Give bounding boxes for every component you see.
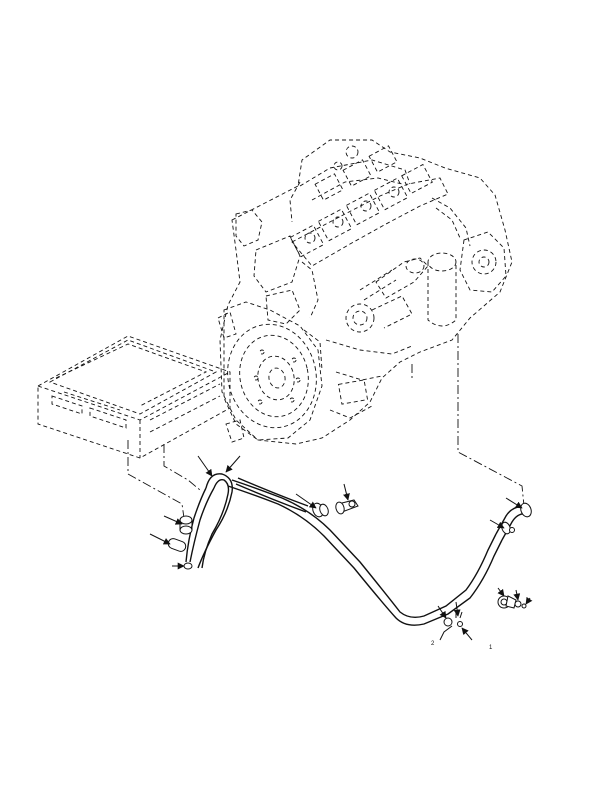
engine-assembly bbox=[217, 139, 513, 445]
fittings bbox=[167, 499, 532, 641]
callout-label-1: 1 bbox=[489, 645, 493, 651]
callout-arrows bbox=[149, 455, 533, 641]
hose-assembly bbox=[185, 473, 529, 626]
callout-label-2: 2 bbox=[431, 641, 435, 647]
leader-lines bbox=[127, 334, 525, 519]
control-module-phantom bbox=[37, 335, 231, 459]
